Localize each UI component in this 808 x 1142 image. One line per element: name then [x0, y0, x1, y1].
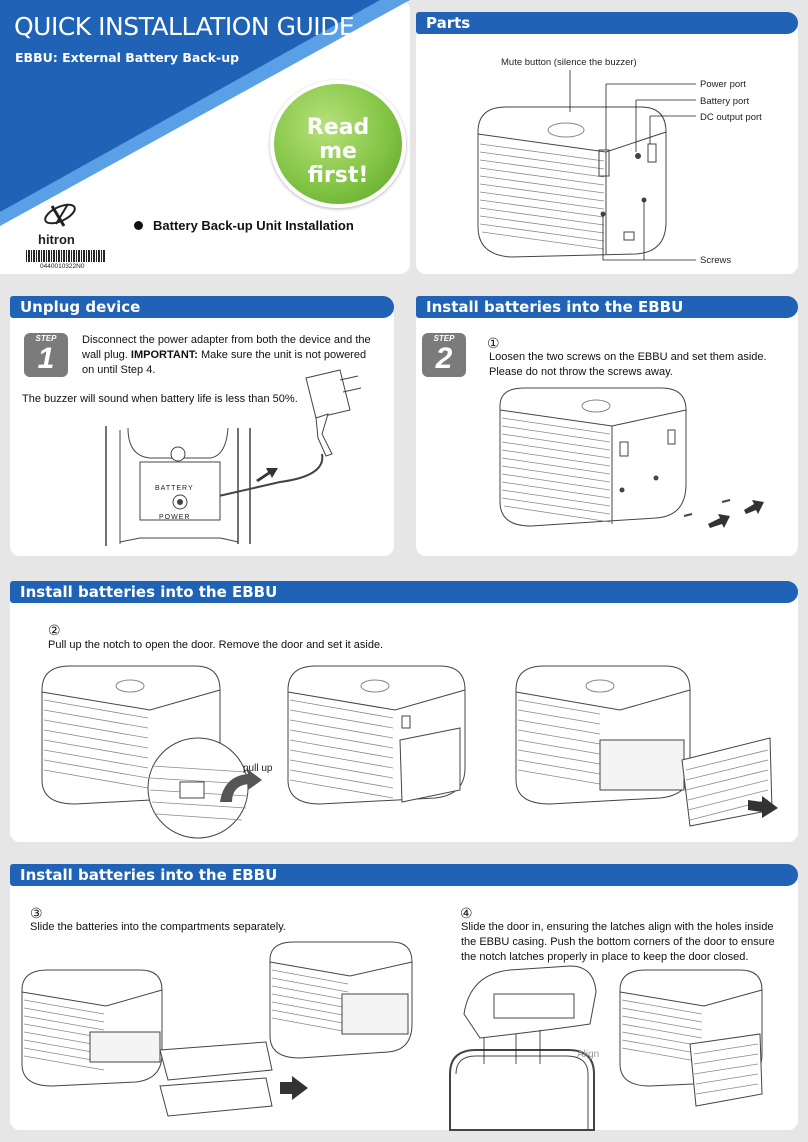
battery-port-label: Battery port: [700, 96, 750, 107]
step-2-label: STEP: [433, 334, 455, 343]
unplug-instructions: Disconnect the power adapter from both t…: [82, 333, 372, 378]
step2-marker: ①: [487, 335, 500, 351]
pull-up-label: pull up: [243, 763, 273, 774]
step-2-badge: STEP 2: [422, 333, 466, 377]
step-1-badge: STEP 1: [24, 333, 68, 377]
parts-heading: Parts: [416, 12, 798, 34]
barcode-number: 0440010322N0: [40, 263, 85, 270]
unplug-text-a: Disconnect the power adapter from both t…: [82, 334, 371, 361]
align-label: Align: [577, 1049, 600, 1060]
unplug-heading: Unplug device: [10, 296, 394, 318]
mute-label: Mute button (silence the buzzer): [501, 57, 637, 68]
step-1-number: 1: [37, 342, 55, 375]
install-item: Battery Back-up Unit Installation: [153, 218, 354, 233]
unplug-text-b: Make sure the unit is not powered on unt…: [82, 349, 367, 376]
step3-text: Slide the batteries into the compartment…: [30, 921, 286, 933]
read-me-badge: Read me first!: [270, 80, 406, 208]
door-illustrations: [41, 665, 778, 839]
device-battery-label: BATTERY: [155, 485, 194, 492]
power-port-label: Power port: [700, 79, 746, 90]
door-marker: ②: [48, 622, 61, 638]
step4-marker: ④: [460, 905, 473, 921]
step-2-number: 2: [435, 342, 453, 375]
door-heading: Install batteries into the EBBU: [10, 581, 798, 603]
page-subtitle: EBBU: External Battery Back-up: [15, 50, 240, 65]
buzzer-note: The buzzer will sound when battery life …: [22, 393, 298, 405]
badge-text: Read me first!: [306, 115, 370, 188]
final-heading: Install batteries into the EBBU: [10, 864, 798, 886]
device-power-label: POWER: [159, 514, 191, 521]
hitron-logo-icon: [44, 203, 76, 227]
step3-marker: ③: [30, 905, 43, 921]
unplug-illustration: [105, 369, 362, 546]
door-text: Pull up the notch to open the door. Remo…: [48, 639, 384, 651]
final-illustrations: [21, 941, 763, 1131]
step4-text: Slide the door in, ensuring the latches …: [461, 921, 775, 963]
dc-output-label: DC output port: [700, 112, 762, 123]
bullet-icon: [134, 221, 143, 230]
header-blue-banner: [0, 0, 410, 226]
parts-device-illustration: [477, 70, 696, 261]
brand-name: hitron: [38, 232, 75, 247]
step2-text: Loosen the two screws on the EBBU and se…: [489, 351, 767, 378]
screws-label: Screws: [700, 255, 732, 266]
important-label: IMPORTANT:: [130, 349, 198, 361]
screws-illustration: [499, 387, 764, 528]
step-1-label: STEP: [35, 334, 57, 343]
page-title: QUICK INSTALLATION GUIDE: [14, 12, 355, 41]
step2-heading: Install batteries into the EBBU: [416, 296, 798, 318]
barcode: [26, 250, 106, 262]
